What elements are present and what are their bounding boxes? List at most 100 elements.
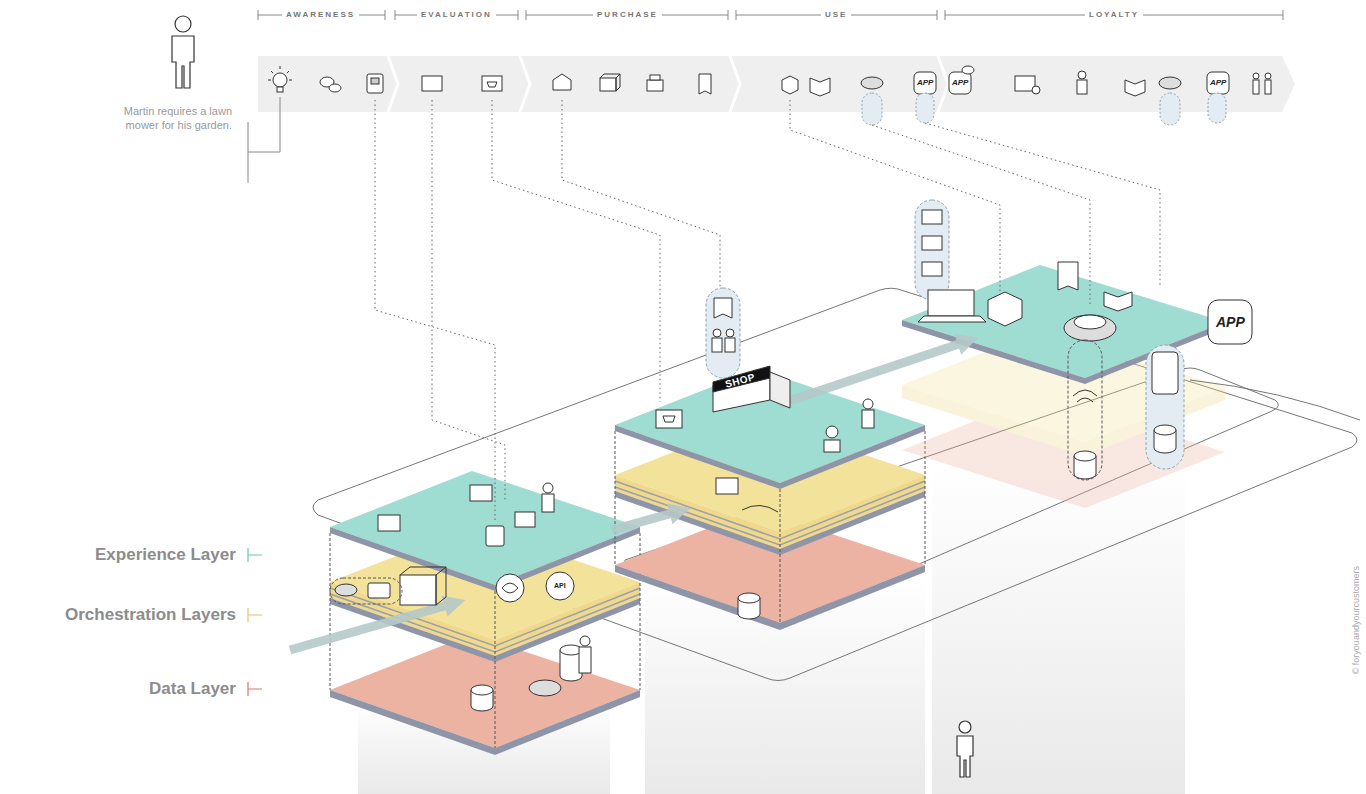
platform-3-icons-part [922, 236, 942, 250]
stage-brackets-part [945, 10, 1283, 20]
strip-icons-part [268, 66, 292, 80]
platform-2-icons-part [663, 416, 675, 422]
platform-1-icons-part [529, 680, 561, 696]
dotted-links-part [872, 125, 1090, 305]
strip-icons-part [647, 80, 663, 91]
journey-loops-part [313, 288, 1357, 680]
dotted-links-part [492, 100, 660, 402]
platform-2-icons-part [742, 505, 778, 512]
stage-label: USE [821, 10, 851, 19]
layer-label: Data Layer [149, 679, 236, 699]
strip-icons [268, 66, 1271, 96]
platform-2-icons-part [770, 372, 790, 408]
platform-3-icons-part [1058, 262, 1078, 290]
journey-strip-part-part [938, 56, 948, 112]
strip-icons-part [699, 74, 711, 94]
strip-icons-part [1265, 80, 1271, 94]
platform-1-icons-part [515, 512, 535, 527]
platform-1 [330, 471, 640, 755]
platform-3-icons-part [928, 290, 974, 316]
strip-icons-part [1265, 73, 1271, 79]
strip-icons-part [482, 76, 502, 91]
person-martin-bottom [957, 721, 973, 777]
platform-2-icons-part [738, 593, 760, 603]
strip-icons-part [1253, 80, 1259, 94]
flow-arrows-part [612, 511, 680, 530]
stage-label: LOYALTY [1085, 10, 1143, 19]
platform-2 [615, 369, 925, 630]
note-text: Martin requires a lawn mower for his gar… [120, 104, 232, 132]
strip-icons-part [914, 72, 936, 94]
platform-3-icons-part [1073, 390, 1097, 402]
note-leader-part [248, 97, 280, 152]
platform-3-icons-part [922, 210, 942, 224]
strip-data-capsules-part [1208, 93, 1226, 123]
platform-1-icons [330, 483, 591, 711]
platform-2-icons-part [726, 329, 734, 337]
strip-icons-part [1253, 73, 1259, 79]
platform-1-icons-part [486, 526, 504, 546]
stage-brackets [258, 10, 1283, 20]
dotted-links-part [562, 100, 720, 296]
platform-1-icons-part [580, 636, 590, 646]
shop-sign: SHOP [724, 371, 756, 390]
platform-2-icons-part [862, 410, 874, 428]
strip-icons-part [277, 87, 283, 92]
platform-2-icons-part [713, 329, 721, 337]
platform-1-icons-part [400, 575, 436, 605]
platform-1-part [330, 533, 640, 748]
platform-2-part [615, 491, 925, 555]
journey-strip-part [258, 56, 1295, 112]
strip-icons-part [371, 78, 379, 84]
strip-icons-part [949, 72, 971, 94]
flow-arrows [290, 341, 968, 650]
person-martin-bottom-part [959, 721, 971, 733]
layer-label: Experience Layer [95, 545, 236, 565]
strip-data-capsules-part [1160, 93, 1180, 125]
platform-1-icons-part [543, 483, 553, 493]
platform-3-icons-part [1104, 292, 1132, 311]
platform-3-icons-part [1064, 315, 1116, 341]
platform-1-icons-part [378, 515, 400, 531]
platform-3-icons-part [1068, 340, 1102, 480]
strip-icons-part [810, 78, 830, 96]
strip-icons-part [600, 78, 616, 91]
platform-1-icons-part [400, 567, 446, 605]
strip-data-capsules-part [916, 93, 934, 123]
platform-1-icons-part [471, 685, 493, 695]
platform-2-part [615, 425, 925, 489]
platform-2-part [615, 565, 925, 630]
platform-1-icons-part [470, 485, 492, 501]
platform-2-icons-part [725, 338, 735, 352]
flow-arrows-part [290, 603, 455, 650]
strip-data-capsules-part [862, 93, 882, 125]
platform-3-icons-part [918, 316, 986, 322]
strip-data-capsules [862, 93, 1226, 125]
strip-icons-part [1159, 77, 1181, 89]
note-leader-part [248, 122, 249, 183]
strip-icons-part [367, 74, 383, 93]
platform-3-icons-part [1074, 315, 1106, 329]
strip-icons-part [1077, 80, 1087, 94]
platform-3-icons-part [1154, 425, 1176, 435]
strip-icons-part [329, 84, 341, 92]
layer-label: Orchestration Layers [65, 605, 236, 625]
platform-3-icons-part [1146, 345, 1184, 469]
platform-3-icons-part [988, 292, 1022, 326]
platform-1-part [330, 690, 640, 755]
platform-2-icons [656, 288, 874, 619]
strip-icons-part [861, 77, 883, 89]
beams-part [932, 465, 1185, 794]
platform-1-icons-part [502, 583, 518, 593]
platform-3-icons-part [1190, 380, 1360, 420]
journey-strip [258, 56, 1295, 112]
journey-strip-part-part [520, 56, 530, 112]
person-martin-part [175, 16, 191, 32]
strip-icons-part [273, 73, 287, 87]
strip-icons-part [1078, 71, 1086, 79]
platform-1-icons-part [496, 574, 524, 602]
stage-brackets-part [395, 10, 518, 20]
dotted-links [375, 100, 1160, 520]
platform-2-icons-part [826, 426, 838, 438]
